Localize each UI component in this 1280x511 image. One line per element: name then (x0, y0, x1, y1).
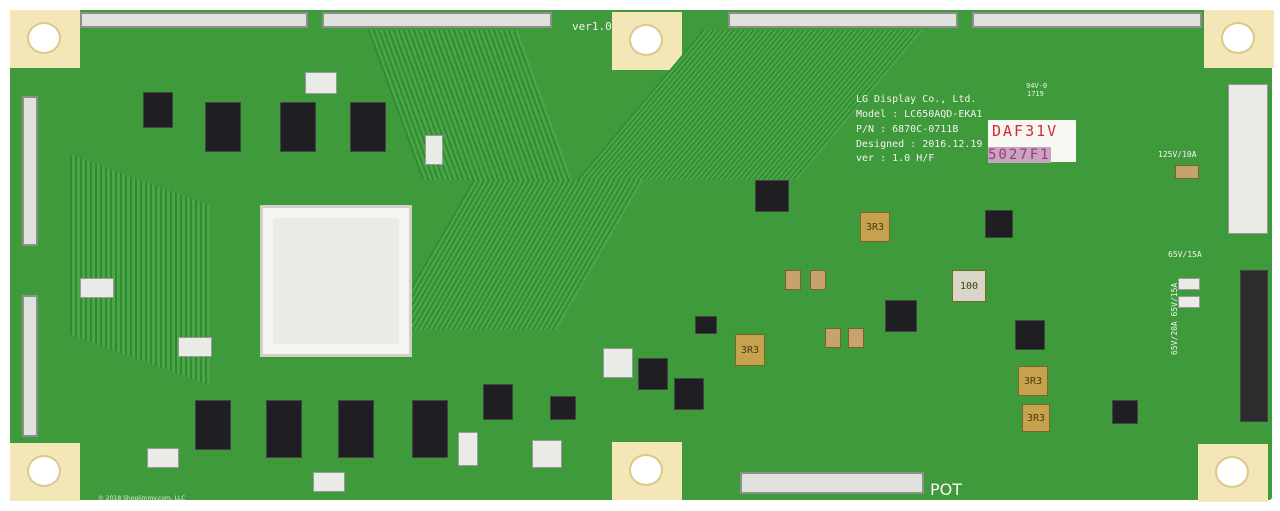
mounting-pad (1204, 10, 1274, 68)
ic-chip (695, 316, 717, 334)
inductor: 3R3 (1018, 366, 1048, 396)
ic-chip (483, 384, 513, 420)
mounting-pad (1198, 444, 1268, 502)
memory-chip (266, 400, 302, 458)
ic-chip (1015, 320, 1045, 350)
memory-chip (280, 102, 316, 152)
copyright-watermark: © 2018 ShopJimmy.com, LLC (98, 495, 186, 502)
fuse-rating: 65V/15A (1168, 250, 1202, 259)
lvds-connector (322, 12, 552, 28)
sticker-code-red: DAF31V (992, 122, 1059, 140)
capacitor (825, 328, 841, 348)
timing-controller-chip (260, 205, 412, 357)
designed-date-text: Designed : 2016.12.19 (856, 139, 983, 150)
ic-chip (1112, 400, 1138, 424)
memory-chip (195, 400, 231, 450)
flash-chip (143, 92, 173, 128)
regulator-chip (638, 358, 668, 390)
lvds-connector (728, 12, 958, 28)
mounting-pad (612, 12, 682, 70)
memory-chip (338, 400, 374, 458)
mounting-pad (10, 10, 80, 68)
capacitor (147, 448, 179, 468)
inductor: 3R3 (735, 334, 765, 366)
fuse-rating: 65V/20A 65V/15A (1170, 282, 1179, 355)
inductor: 100 (952, 270, 986, 302)
part-number-text: P/N : 6870C-0711B (856, 124, 959, 135)
crystal (603, 348, 633, 378)
ic-chip (985, 210, 1013, 238)
fuse (1175, 165, 1199, 179)
fuse-rating: 125V/10A (1158, 150, 1197, 159)
capacitor (785, 270, 801, 290)
capacitor (313, 472, 345, 492)
memory-chip (350, 102, 386, 152)
mounting-pad (10, 443, 80, 501)
mounting-pad (612, 442, 682, 500)
version-mark: ver1.0 (572, 20, 612, 33)
lvds-connector (972, 12, 1202, 28)
crystal (532, 440, 562, 468)
power-connector (1240, 270, 1268, 422)
inductor: 3R3 (860, 212, 890, 242)
power-connector (1228, 84, 1268, 234)
memory-chip (412, 400, 448, 458)
model-text: Model : LC650AQD-EKA1 (856, 109, 983, 120)
date-code: 1719 (1027, 90, 1044, 98)
capacitor (80, 278, 114, 298)
memory-chip (205, 102, 241, 152)
fuse (1178, 278, 1200, 290)
lvds-connector (80, 12, 308, 28)
regulator-chip (674, 378, 704, 410)
revision-text: ver : 1.0 H/F (856, 153, 935, 164)
capacitor (305, 72, 337, 94)
capacitor (848, 328, 864, 348)
side-connector (22, 295, 38, 437)
capacitor (810, 270, 826, 290)
bottom-connector (740, 472, 924, 494)
capacitor (458, 432, 478, 466)
ul-mark: 94V-0 (1026, 82, 1048, 90)
side-connector (22, 96, 38, 246)
sticker-code-purple: 5027F1 (988, 147, 1051, 163)
ic-chip (755, 180, 789, 212)
fuse (1178, 296, 1200, 308)
capacitor (178, 337, 212, 357)
ic-chip (550, 396, 576, 420)
inductor: 3R3 (1022, 404, 1050, 432)
handwritten-pot: POT (930, 480, 963, 499)
capacitor (425, 135, 443, 165)
ic-chip (885, 300, 917, 332)
manufacturer-text: LG Display Co., Ltd. (856, 94, 977, 105)
